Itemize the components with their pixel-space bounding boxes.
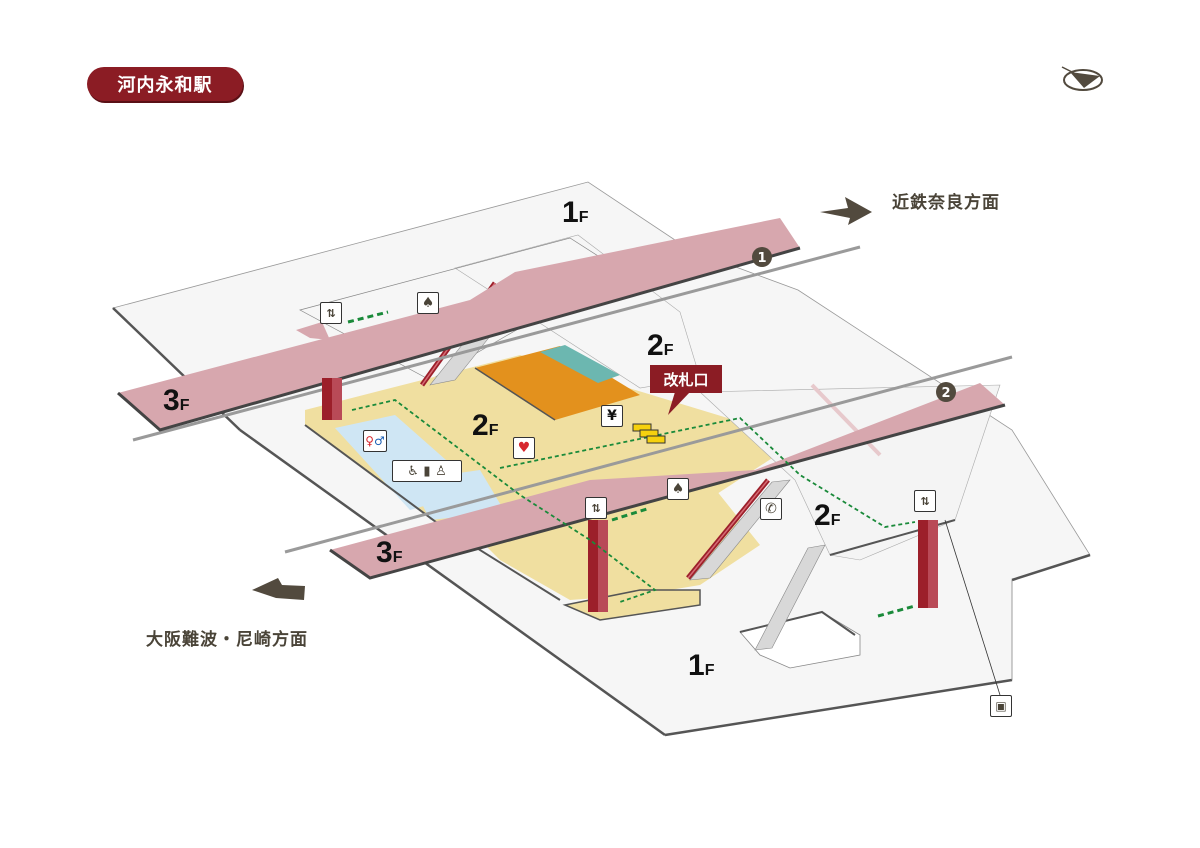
svg-text:2: 2 — [941, 386, 950, 401]
ticket-gates[interactable] — [632, 423, 666, 444]
floor-label-2f-right: 2F — [814, 499, 841, 532]
coin-locker-icon[interactable]: ▣ — [990, 695, 1012, 717]
accessible-route — [347, 310, 916, 618]
arrow-east-icon — [820, 197, 872, 225]
elevator-icon[interactable]: ⇅ — [585, 497, 607, 519]
multipurpose-toilet-icon[interactable]: ♿ ▮ ♙ — [392, 460, 462, 482]
telephone-icon[interactable]: ✆ — [760, 498, 782, 520]
tracks — [132, 245, 1013, 554]
ticket-gate-callout-pointer — [668, 392, 690, 415]
direction-label-west: 大阪難波・尼崎方面 — [146, 630, 308, 650]
locker-leader-line — [944, 519, 1001, 696]
floor-label-1f-top: 1F — [562, 196, 589, 229]
platform-badge-1: 1 — [752, 247, 772, 267]
arrow-west-icon — [252, 578, 305, 600]
platform-1 — [117, 218, 801, 432]
floor-label-2f-upper: 2F — [647, 329, 674, 362]
elevator-shafts — [322, 378, 938, 612]
floor-label-3f-lower: 3F — [376, 536, 403, 569]
floor-label-3f-upper: 3F — [163, 384, 190, 417]
compass-north-icon — [1061, 66, 1103, 91]
floor-label-1f-bottom: 1F — [688, 649, 715, 682]
svg-text:1: 1 — [757, 251, 766, 266]
floor-label-2f-center: 2F — [472, 409, 499, 442]
elevator-icon[interactable]: ⇅ — [914, 490, 936, 512]
aed-icon[interactable]: ♥ — [513, 437, 535, 459]
waiting-area-icon[interactable]: ♠ — [417, 292, 439, 314]
restroom-icon[interactable]: ♀♂ — [363, 430, 387, 452]
ticket-gate-label[interactable]: 改札口 — [650, 365, 722, 393]
ticket-machine-icon[interactable]: ¥ — [601, 405, 623, 427]
waiting-area-icon[interactable]: ♠ — [667, 478, 689, 500]
elevator-icon[interactable]: ⇅ — [320, 302, 342, 324]
platform-badge-2: 2 — [936, 382, 956, 402]
shop-area — [474, 345, 640, 421]
station-name-badge: 河内永和駅 — [87, 67, 243, 101]
direction-label-east: 近鉄奈良方面 — [892, 193, 1000, 213]
